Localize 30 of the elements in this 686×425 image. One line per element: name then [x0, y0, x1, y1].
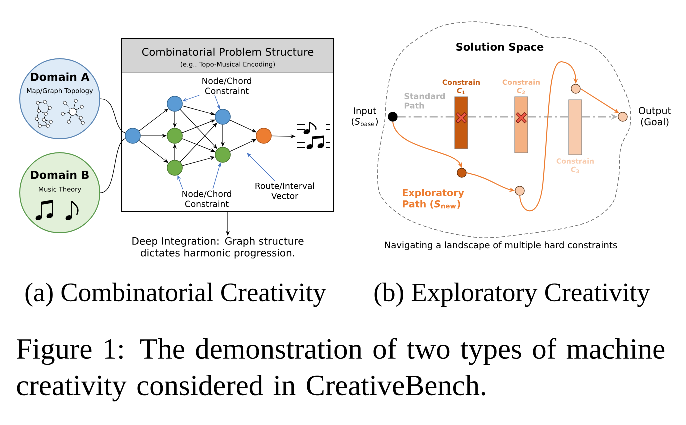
graph-node	[125, 128, 141, 144]
graph-node	[167, 160, 183, 176]
waypoint-dot	[571, 84, 581, 94]
graph-node	[256, 128, 272, 144]
figure-caption: Figure 1: The demonstration of two types of machine creativity considered in CreativeBench.	[17, 338, 665, 402]
edge-label: Exploratory Path (S$_{new}$)	[401, 188, 474, 210]
graph-node	[167, 96, 183, 112]
subfigure-caption: (b) Exploratory Creativity	[374, 282, 650, 308]
curved-arrow	[520, 62, 578, 212]
annotation-text: Route/Interval Vector	[256, 182, 314, 200]
annotation-text: Node/Chord Constraint	[202, 78, 252, 94]
graph-node	[167, 128, 183, 144]
graph-node	[215, 109, 231, 125]
dash-dot-line	[398, 116, 455, 118]
note-text: Deep Integration: Graph structure dictates harmonic progression.	[132, 237, 304, 259]
waypoint-dot	[457, 168, 467, 178]
dash-dot-line	[528, 116, 569, 118]
curved-connector	[100, 138, 126, 194]
edge-label: Standard Path	[403, 92, 452, 110]
subfigure-caption: (a) Combinatorial Creativity	[26, 282, 326, 308]
graph-node	[215, 147, 231, 163]
point-label: Input (S$_{base}$)	[352, 108, 378, 126]
curved-connector	[100, 98, 126, 134]
dash-dot-line	[468, 116, 515, 118]
annotation-text: Node/Chord Constraint	[182, 190, 232, 208]
sheet-music-icon	[296, 122, 330, 150]
waypoint-dot	[515, 186, 525, 196]
note-text: Navigating a landscape of multiple hard constraints	[385, 242, 618, 250]
leader-arrow	[247, 153, 276, 182]
point-label: Output (Goal)	[639, 107, 672, 127]
